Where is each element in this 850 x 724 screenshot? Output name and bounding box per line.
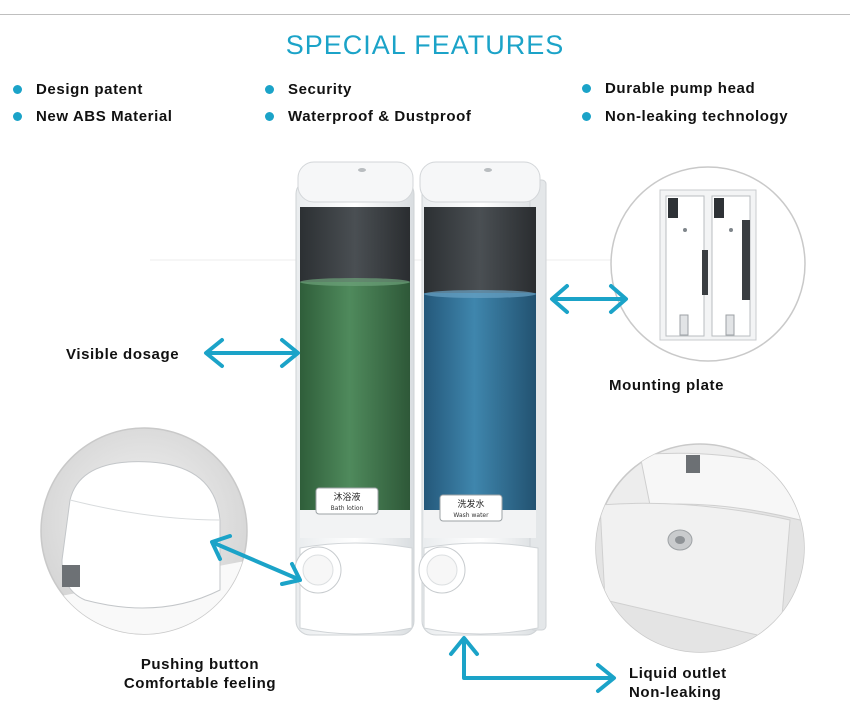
bottle-left [294,161,415,636]
bottle-left-label-cn: 沐浴液 [333,491,360,503]
callout-liquid-outlet: Liquid outlet Non-leaking [629,664,727,702]
bottle-right-label-en: Wash water [453,512,489,519]
arrow-mounting-plate [550,284,628,314]
feature-label: Security [288,81,352,98]
callout-liquid-outlet-line1: Liquid outlet [629,665,727,682]
feature-item: Waterproof & Dustproof [265,108,471,125]
arrow-liquid-outlet [449,636,616,693]
callout-pushing-button-line2: Comfortable feeling [123,675,277,692]
bottle-left-label-en: Bath lotion [331,505,364,512]
bullet-icon [265,85,274,94]
bullet-icon [13,85,22,94]
callout-pushing-button-line1: Pushing button [140,656,260,673]
bullet-icon [13,112,22,121]
bullet-icon [582,112,591,121]
page-title: SPECIAL FEATURES [285,30,565,60]
arrow-push-button [210,534,302,586]
callout-mounting-plate: Mounting plate [609,377,725,394]
bullet-icon [582,84,591,93]
feature-item: Durable pump head [582,80,755,97]
feature-label: Design patent [36,81,143,98]
feature-item: Design patent [13,81,143,98]
feature-label: Durable pump head [605,80,756,97]
feature-item: New ABS Material [13,108,173,125]
callout-pushing-button: Pushing button Comfortable feeling [90,655,310,693]
callout-liquid-outlet-line2: Non-leaking [629,684,722,701]
feature-label: Non-leaking technology [605,108,789,125]
feature-label: Waterproof & Dustproof [288,108,472,125]
feature-item: Security [265,81,352,98]
arrow-visible-dosage [204,338,300,368]
feature-label: New ABS Material [36,108,173,125]
bottle-right-label-cn: 洗发水 [457,498,484,510]
mounting-plate-photo [610,166,806,362]
feature-item: Non-leaking technology [582,108,788,125]
liquid-outlet-photo [595,443,805,653]
push-button-photo [40,427,248,635]
bottle-right [418,161,547,636]
callout-visible-dosage: Visible dosage [66,346,180,363]
top-divider [0,14,850,15]
bullet-icon [265,112,274,121]
